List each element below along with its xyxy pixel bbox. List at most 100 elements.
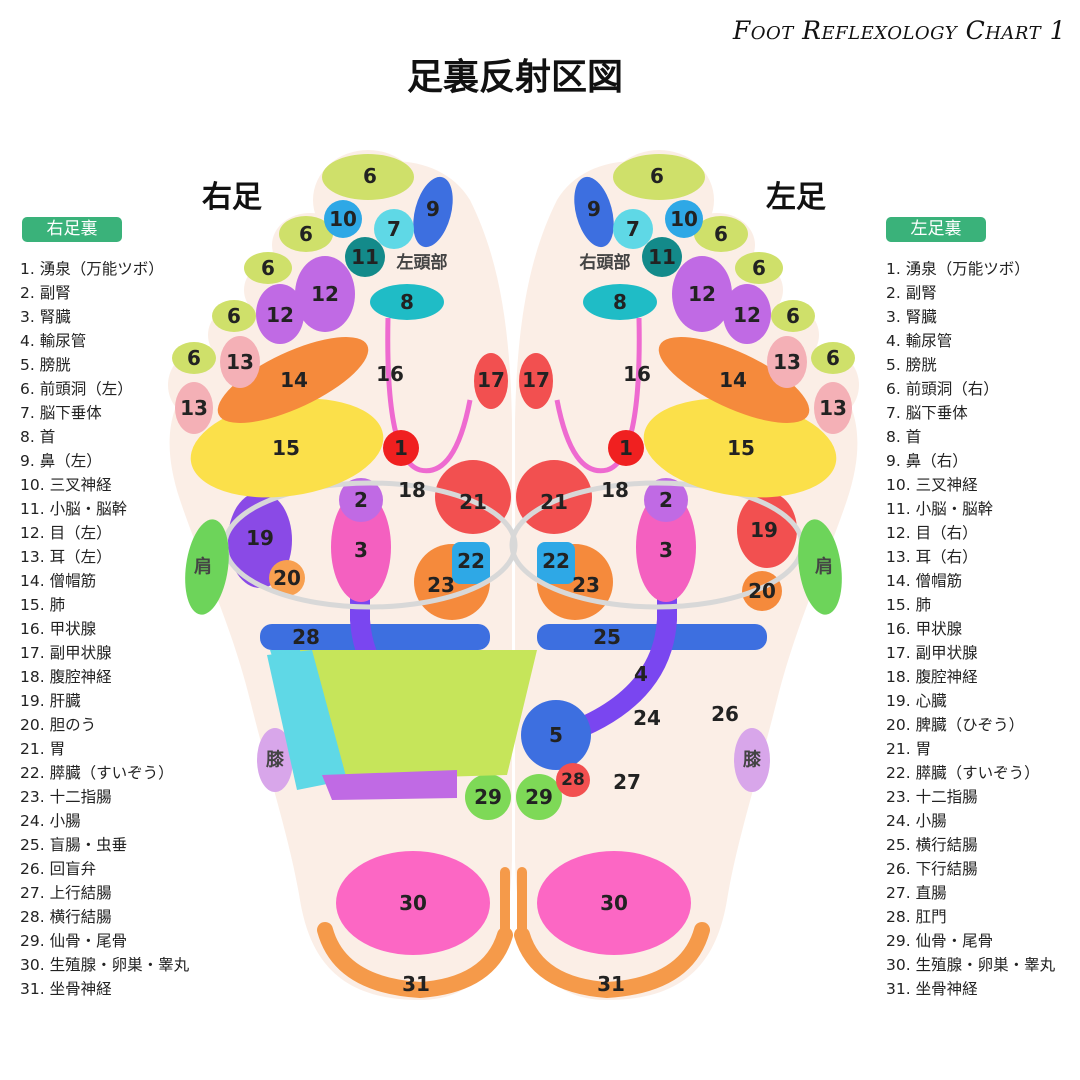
zone-number-23: 23 [572,573,600,597]
zone-number-3: 3 [659,538,673,562]
right-legend-item: 20. 胆のう [20,716,97,734]
zone-number-12: 12 [688,282,716,306]
zone-sinus-6-toe3 [244,252,292,284]
zone-number-19: 19 [750,518,778,542]
zone-number-6: 6 [363,164,377,188]
zone-number-6: 6 [187,346,201,370]
left-legend-item: 27. 直腸 [886,884,947,902]
zone-number-26: 26 [711,702,739,726]
zone-sinus-6-toe5 [811,342,855,374]
right-legend-item: 22. 膵臓（すいぞう） [20,764,174,782]
zone-number-29: 29 [525,785,553,809]
left-legend-item: 12. 目（右） [886,524,978,542]
zone-shoulder [185,519,229,615]
zone-number-11: 11 [648,245,676,269]
zone-number-25: 25 [593,625,621,649]
zone-number-23: 23 [427,573,455,597]
zone-lung-15 [190,398,384,498]
right-legend-item: 11. 小脳・脳幹 [20,500,128,518]
zone-number-15: 15 [272,436,300,460]
left-legend-item: 1. 湧泉（万能ツボ） [886,260,1030,278]
right-legend-item: 18. 腹腔神経 [20,668,112,686]
zone-sinus-6-toe4 [212,300,256,332]
zone-number-13: 13 [180,396,208,420]
left-legend-item: 24. 小腸 [886,812,947,830]
left-legend-item: 8. 首 [886,428,922,446]
zone-ear-13-b [814,382,852,434]
right-legend-item: 6. 前頭洞（左） [20,380,133,398]
left-legend-item: 5. 膀胱 [886,356,937,374]
head-label: 左頭部 [397,252,448,273]
zone-sciatic-31 [514,922,710,999]
right-foot-title: 右足 [202,180,262,215]
left-legend-item: 16. 甲状腺 [886,620,963,638]
zone-parathyroid-17 [519,353,553,409]
right-legend-item: 24. 小腸 [20,812,81,830]
zone-number-18: 18 [398,478,426,502]
zone-sinus-6-toe2 [279,216,333,252]
zone-nose-9 [574,176,614,248]
left-legend-item: 17. 副甲状腺 [886,644,978,662]
left-legend-item: 9. 鼻（右） [886,452,968,470]
zone-bladder-5 [521,700,591,770]
zone-trigeminal-10 [324,200,362,238]
zone-number-13: 13 [819,396,847,420]
zone-pituitary-7 [613,209,653,249]
zone-number-10: 10 [329,207,357,231]
left-legend-item: 31. 坐骨神経 [886,980,978,998]
zone-number-8: 8 [613,290,627,314]
right-legend-item: 23. 十二指腸 [20,788,112,806]
shoulder-label: 肩 [194,556,212,578]
right-legend-item: 12. 目（左） [20,524,112,542]
zone-number-31: 31 [597,972,625,996]
left-sole-badge: 左足裏 [886,217,986,242]
zone-sacrum-29 [465,774,511,820]
zone-neck-8 [583,284,657,320]
zone-cerebellum-11 [345,237,385,277]
zone-number-28: 28 [561,770,585,790]
right-legend-item: 5. 膀胱 [20,356,71,374]
zone-number-2: 2 [659,488,673,512]
zone-eye-12-b [723,284,771,344]
zone-number-15: 15 [727,436,755,460]
zone-eye-12-a [672,256,732,332]
left-legend-item: 4. 輸尿管 [886,332,953,350]
knee-label: 膝 [266,749,285,771]
left-legend-item: 18. 腹腔神経 [886,668,978,686]
zone-number-9: 9 [587,197,601,221]
zone-adrenal-2 [339,478,383,522]
zone-number-30: 30 [399,891,427,915]
zone-eye-12-b [256,284,304,344]
left-legend-item: 20. 脾臓（ひぞう） [886,716,1025,734]
right-sole-badge: 右足裏 [22,217,122,242]
left-legend-item: 25. 横行結腸 [886,836,978,854]
zone-number-31: 31 [402,972,430,996]
left-legend-item: 10. 三叉神経 [886,476,978,494]
zone-yusen-1 [383,430,419,466]
zone-number-14: 14 [280,368,308,392]
right-legend-item: 9. 鼻（左） [20,452,102,470]
zone-sinus-6-big [322,154,414,200]
zone-number-4: 4 [634,662,648,686]
zone-number-22: 22 [457,549,485,573]
zone-number-11: 11 [351,245,379,269]
zone-number-13: 13 [226,350,254,374]
left-legend-item: 26. 下行結腸 [886,860,978,878]
zone-adrenal-2 [644,478,688,522]
left-legend-item: 19. 心臓 [886,692,947,710]
zone-nose-9 [413,176,453,248]
zone-number-22: 22 [542,549,570,573]
zone-neck-8 [370,284,444,320]
zone-number-10: 10 [670,207,698,231]
zone-trigeminal-10 [665,200,703,238]
zone-stomach-21 [435,460,511,534]
zone-number-17: 17 [477,368,505,392]
zone-descending-colon-26 [267,650,347,790]
zone-number-30: 30 [600,891,628,915]
right-legend-item: 19. 肝臓 [20,692,81,710]
zone-number-21: 21 [459,490,487,514]
left-legend-item: 13. 耳（右） [886,548,978,566]
left-foot-title: 左足 [766,180,826,215]
